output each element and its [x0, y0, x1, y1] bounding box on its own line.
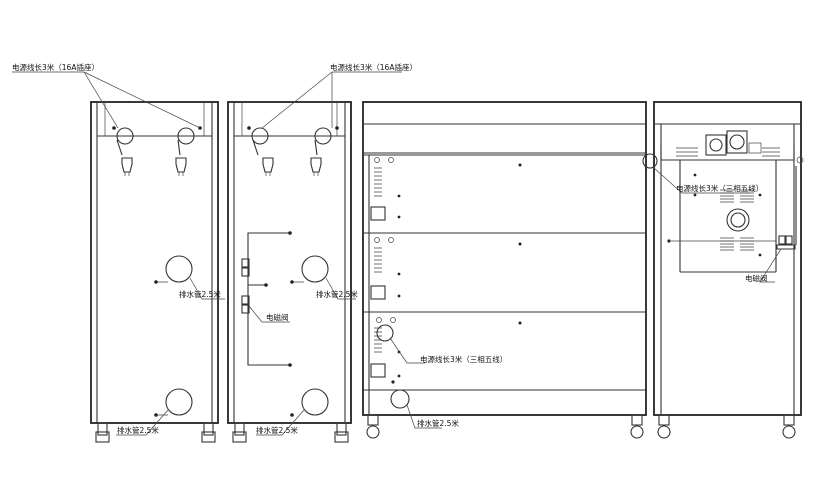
view-3-side — [362, 101, 647, 439]
power-cord-label-left: 电源线长3米（16A插座） — [12, 62, 99, 72]
power-cord-three-phase-label-end: 电源线长3米（三相五线） — [676, 183, 763, 193]
valve-icon — [776, 235, 796, 250]
power-cord-label-right: 电源线长3米（16A插座） — [330, 62, 417, 72]
plug-icon — [310, 157, 322, 176]
caster-icon — [630, 414, 644, 439]
drain-pipe-label-side: 排水管2.5米 — [417, 418, 459, 428]
plug-icon — [121, 157, 133, 176]
drain-pipe-label-view1-lower: 排水管2.5米 — [117, 425, 159, 435]
caster-icon — [782, 414, 796, 439]
caster-icon — [366, 414, 380, 439]
solenoid-valve-label-end: 电磁阀 — [745, 273, 768, 283]
solenoid-valve-label-view2: 电磁阀 — [266, 312, 289, 322]
leader-line — [261, 71, 402, 129]
power-cord-three-phase-label-side: 电源线长3米（三相五线） — [420, 354, 507, 364]
view-1-back — [90, 101, 225, 443]
drain-pipe-label-view1-upper: 排水管2.5米 — [179, 289, 221, 299]
drain-pipe-label-view2-upper: 排水管2.5米 — [316, 289, 358, 299]
valve-icon — [241, 258, 250, 314]
plug-icon — [175, 157, 187, 176]
control-panel — [370, 317, 401, 378]
view-4-end — [642, 101, 804, 439]
plug-icon — [262, 157, 274, 176]
caster-icon — [657, 414, 671, 439]
control-panel — [370, 157, 401, 221]
control-panel — [370, 237, 401, 300]
leader-line — [12, 71, 201, 129]
drain-pipe-label-view2-lower: 排水管2.5米 — [256, 425, 298, 435]
view-2-back-valve — [227, 101, 356, 443]
fan-motor-icon — [705, 130, 762, 156]
